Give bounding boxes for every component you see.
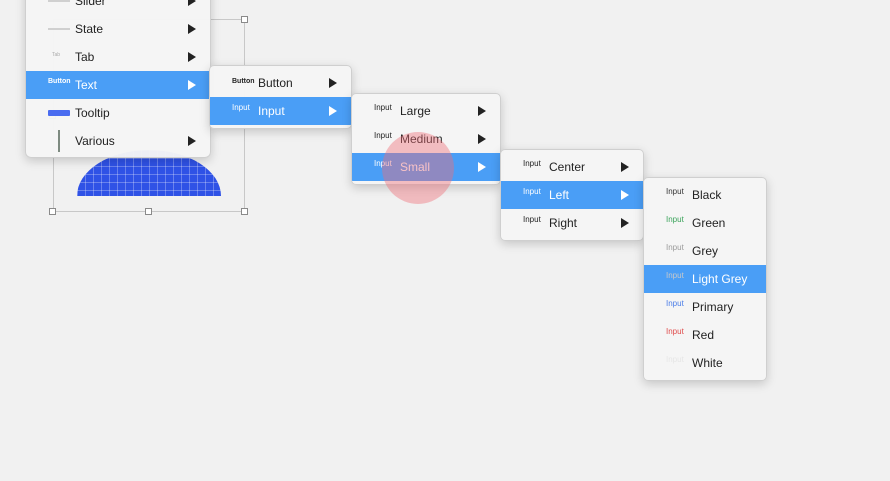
resize-handle-top-right[interactable] bbox=[241, 16, 248, 23]
menu-item-label: Black bbox=[692, 188, 722, 202]
input-thumb-icon: Input bbox=[666, 271, 684, 280]
input-thumb-icon: Input bbox=[666, 355, 684, 364]
menu-item-white[interactable]: Input White bbox=[644, 349, 766, 377]
input-thumb-icon: Input bbox=[666, 243, 684, 252]
menu-item-label: Grey bbox=[692, 244, 719, 258]
menu-item-text[interactable]: Button Text bbox=[26, 71, 210, 99]
input-thumb-icon: Input bbox=[523, 187, 541, 196]
menu-item-label: Left bbox=[549, 188, 570, 202]
menu-item-black[interactable]: Input Black bbox=[644, 181, 766, 209]
various-icon bbox=[48, 130, 70, 152]
submenu-arrow-icon bbox=[478, 162, 486, 172]
menu-item-label: Tab bbox=[75, 50, 95, 64]
menu-item-various[interactable]: Various bbox=[26, 127, 210, 155]
menu-item-state[interactable]: State bbox=[26, 15, 210, 43]
resize-handle-bottom-right[interactable] bbox=[241, 208, 248, 215]
menu-item-grey[interactable]: Input Grey bbox=[644, 237, 766, 265]
submenu-arrow-icon bbox=[478, 106, 486, 116]
input-thumb-icon: Input bbox=[523, 215, 541, 224]
submenu-arrow-icon bbox=[621, 190, 629, 200]
menu-item-center[interactable]: Input Center bbox=[501, 153, 643, 181]
small-submenu: Input Center Input Left Input Right bbox=[500, 149, 644, 241]
text-submenu: Button Button Input Input bbox=[209, 65, 352, 129]
state-icon bbox=[48, 22, 70, 36]
menu-item-small[interactable]: Input Small bbox=[352, 153, 500, 181]
left-submenu: Input Black Input Green Input Grey Input… bbox=[643, 177, 767, 381]
menu-item-primary[interactable]: Input Primary bbox=[644, 293, 766, 321]
menu-item-label: Various bbox=[75, 134, 115, 148]
menu-item-input[interactable]: Input Input bbox=[210, 97, 351, 125]
resize-handle-bottom-center[interactable] bbox=[145, 208, 152, 215]
menu-item-light-grey[interactable]: Input Light Grey bbox=[644, 265, 766, 293]
menu-item-label: Light Grey bbox=[692, 272, 748, 286]
submenu-arrow-icon bbox=[621, 218, 629, 228]
input-thumb-icon: Input bbox=[374, 103, 392, 112]
menu-item-red[interactable]: Input Red bbox=[644, 321, 766, 349]
submenu-arrow-icon bbox=[329, 78, 337, 88]
menu-item-label: Red bbox=[692, 328, 715, 342]
menu-item-green[interactable]: Input Green bbox=[644, 209, 766, 237]
menu-item-label: Input bbox=[258, 104, 285, 118]
symbol-menu: Slider State Tab Tab Button Text Tooltip… bbox=[25, 0, 211, 158]
submenu-arrow-icon bbox=[329, 106, 337, 116]
menu-item-medium[interactable]: Input Medium bbox=[352, 125, 500, 153]
tab-icon: Tab bbox=[52, 52, 61, 58]
submenu-arrow-icon bbox=[188, 0, 196, 6]
submenu-arrow-icon bbox=[478, 134, 486, 144]
input-thumb-icon: Input bbox=[666, 215, 684, 224]
menu-item-label: Green bbox=[692, 216, 726, 230]
menu-item-label: Text bbox=[75, 78, 98, 92]
menu-item-label: Tooltip bbox=[75, 106, 110, 120]
input-thumb-icon: Input bbox=[374, 159, 392, 168]
submenu-arrow-icon bbox=[188, 80, 196, 90]
menu-item-label: Small bbox=[400, 160, 431, 174]
menu-item-label: White bbox=[692, 356, 723, 370]
menu-item-button[interactable]: Button Button bbox=[210, 69, 351, 97]
tooltip-icon bbox=[48, 106, 70, 120]
input-thumb-icon: Input bbox=[666, 187, 684, 196]
button-thumb-icon: Button bbox=[232, 78, 255, 85]
menu-item-label: Right bbox=[549, 216, 578, 230]
menu-item-left[interactable]: Input Left bbox=[501, 181, 643, 209]
input-thumb-icon: Input bbox=[666, 327, 684, 336]
input-thumb-icon: Input bbox=[523, 159, 541, 168]
menu-item-label: Center bbox=[549, 160, 586, 174]
text-icon: Button bbox=[48, 78, 71, 85]
submenu-arrow-icon bbox=[621, 162, 629, 172]
submenu-arrow-icon bbox=[188, 136, 196, 146]
slider-icon bbox=[48, 0, 70, 8]
menu-item-right[interactable]: Input Right bbox=[501, 209, 643, 237]
menu-item-label: State bbox=[75, 22, 104, 36]
menu-item-slider[interactable]: Slider bbox=[26, 0, 210, 15]
input-thumb-icon: Input bbox=[666, 299, 684, 308]
submenu-arrow-icon bbox=[188, 52, 196, 62]
menu-item-label: Large bbox=[400, 104, 431, 118]
input-thumb-icon: Input bbox=[374, 131, 392, 140]
menu-item-large[interactable]: Input Large bbox=[352, 97, 500, 125]
menu-item-tab[interactable]: Tab Tab bbox=[26, 43, 210, 71]
resize-handle-bottom-left[interactable] bbox=[49, 208, 56, 215]
menu-item-label: Primary bbox=[692, 300, 734, 314]
input-thumb-icon: Input bbox=[232, 103, 250, 112]
menu-item-label: Medium bbox=[400, 132, 443, 146]
menu-item-label: Button bbox=[258, 76, 293, 90]
menu-item-tooltip[interactable]: Tooltip bbox=[26, 99, 210, 127]
menu-item-label: Slider bbox=[75, 0, 106, 8]
submenu-arrow-icon bbox=[188, 24, 196, 34]
input-submenu: Input Large Input Medium Input Small bbox=[351, 93, 501, 185]
